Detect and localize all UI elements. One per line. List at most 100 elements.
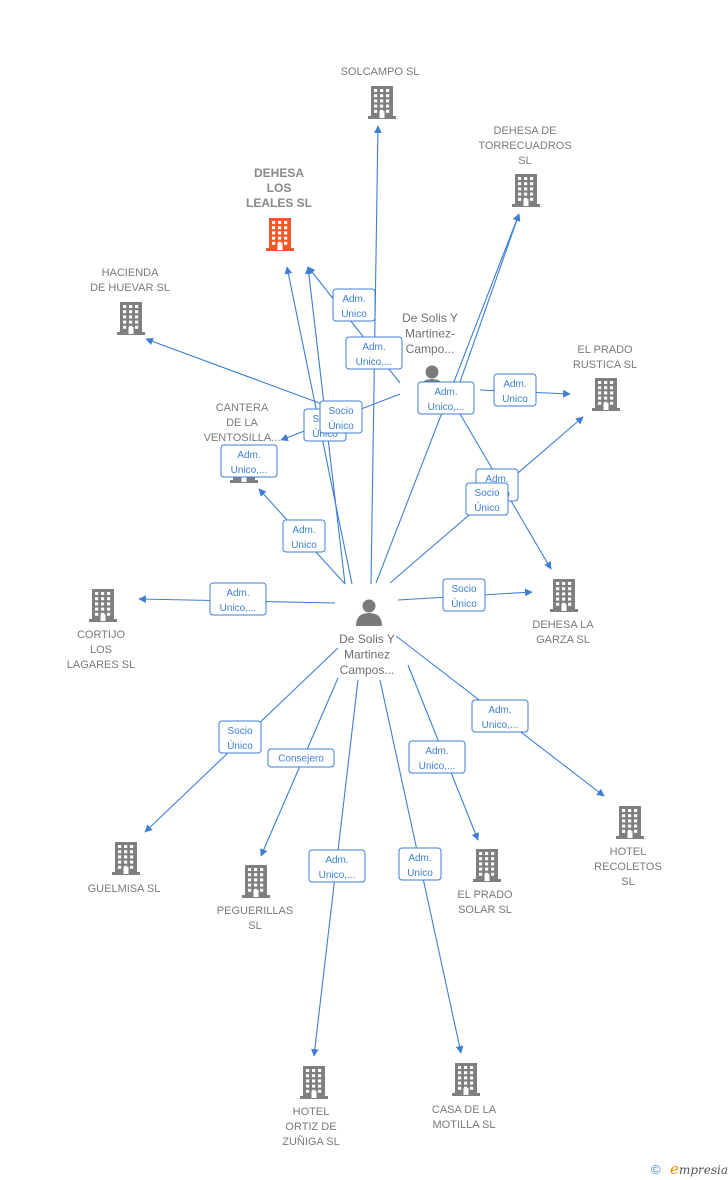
company-label-dehesa-garza: DEHESA LA GARZA SL (532, 619, 594, 646)
label-line: SL (621, 876, 634, 888)
label-line: MOTILLA SL (433, 1119, 496, 1131)
label-line: EL PRADO (577, 344, 633, 356)
relation-text: Adm.Unico,... (428, 387, 465, 413)
relation-text: Adm.Unico (407, 853, 433, 879)
label-line: DEHESA LA (532, 619, 594, 631)
company-icon-prado-solar[interactable] (473, 849, 501, 882)
label-line: DEHESA (254, 166, 304, 180)
relation-text: Adm.Unico (341, 294, 367, 320)
label-line: CASA DE LA (432, 1104, 497, 1116)
label-line: Adm. (226, 588, 249, 599)
company-icon-prado-rustica[interactable] (592, 378, 620, 411)
company-icon-guelmisa[interactable] (112, 842, 140, 875)
relation-badge-ortiz[interactable]: Adm.Unico,... (308, 849, 366, 883)
label-line: Unico,... (319, 870, 356, 881)
relation-badge-prado-solar[interactable]: Adm.Unico,... (408, 740, 466, 774)
relation-badge-recoletos[interactable]: Adm.Unico,... (471, 699, 529, 733)
company-icon-leales[interactable] (266, 218, 294, 251)
relation-badge-cortijo[interactable]: Adm.Unico,... (209, 582, 267, 616)
label-line: EL PRADO (457, 889, 513, 901)
relation-badge-leales-main-b[interactable]: Adm. Unico (282, 519, 326, 553)
label-line: Consejero (278, 754, 324, 765)
label-line: Adm. (362, 342, 385, 353)
label-line: De Solis Y (402, 311, 458, 325)
company-icon-solcampo[interactable] (368, 86, 396, 119)
label-line: Unico (291, 540, 317, 551)
brand-initial: e (670, 1160, 679, 1178)
label-line: DE LA (226, 417, 258, 429)
label-line: Unico,... (482, 720, 519, 731)
label-line: DEHESA DE (494, 125, 557, 137)
label-line: ZUÑIGA SL (282, 1135, 339, 1148)
label-line: Único (328, 419, 354, 432)
label-line: RUSTICA SL (573, 359, 637, 371)
label-line: Socio (227, 726, 252, 737)
label-line: Adm. (485, 474, 508, 485)
relation-badge-motilla[interactable]: Adm.Unico (398, 847, 442, 881)
relation-edge (452, 213, 521, 403)
label-line: Unico (502, 394, 528, 405)
relation-badge-torre-second[interactable]: Adm.Unico,... (417, 381, 475, 415)
company-icon-ortiz[interactable] (300, 1066, 328, 1099)
company-icon-torrecuadros[interactable] (512, 174, 540, 207)
company-icon-recoletos[interactable] (616, 806, 644, 839)
label-line: DE HUEVAR SL (90, 282, 170, 294)
label-line: LAGARES SL (67, 659, 135, 671)
label-line: LEALES SL (246, 196, 312, 210)
label-line: Unico,... (231, 465, 268, 476)
label-line: CORTIJO (77, 629, 126, 641)
company-icon-peguerillas[interactable] (242, 865, 270, 898)
label-line: SL (518, 155, 531, 167)
relation-text: Adm. Unico (291, 525, 317, 551)
relation-badge-leales-second[interactable]: Adm.Unico (332, 288, 376, 322)
relation-text: Adm.Unico,... (356, 342, 393, 368)
company-icon-motilla[interactable] (452, 1063, 480, 1096)
label-line: Unico (407, 868, 433, 879)
label-line: PEGUERILLAS (217, 905, 293, 917)
relation-text: Adm.Unico,... (319, 855, 356, 881)
relation-badge-prado-rustica-second[interactable]: Adm. Unico (493, 373, 537, 407)
company-label-prado-rustica: EL PRADO RUSTICA SL (573, 344, 637, 371)
relation-badge-ventosilla-main[interactable]: Adm. Unico,... (220, 444, 278, 478)
label-line: GARZA SL (536, 634, 590, 646)
label-line: TORRECUADROS (478, 140, 571, 152)
node-layer: SOLCAMPO SL DEHESA DE TORRECUADROS SL DEHESA… (67, 66, 662, 1148)
copyright-symbol: © (651, 1162, 661, 1177)
label-line: GUELMISA SL (88, 883, 161, 895)
label-line: Adm. (503, 379, 526, 390)
label-line: HOTEL (610, 846, 647, 858)
label-line: Adm. (342, 294, 365, 305)
relation-badge-peguerillas[interactable]: Consejero (267, 748, 335, 768)
company-icon-huevar[interactable] (117, 302, 145, 335)
label-line: ORTIZ DE (285, 1121, 336, 1133)
relation-text: Adm.Unico,... (220, 588, 257, 614)
label-line: Único (451, 597, 477, 610)
company-icon-cortijo[interactable] (89, 589, 117, 622)
relation-text: Adm.Unico,... (482, 705, 519, 731)
label-line: SOLCAMPO SL (341, 66, 420, 78)
relation-badge-solcampo[interactable]: Adm.Unico,... (345, 336, 403, 370)
label-line: Socio (328, 406, 353, 417)
person-icon-p-main[interactable] (356, 599, 382, 627)
label-line: Adm. (237, 450, 260, 461)
relation-edge (145, 337, 323, 405)
label-line: Adm. (292, 525, 315, 536)
company-icon-dehesa-garza[interactable] (550, 579, 578, 612)
